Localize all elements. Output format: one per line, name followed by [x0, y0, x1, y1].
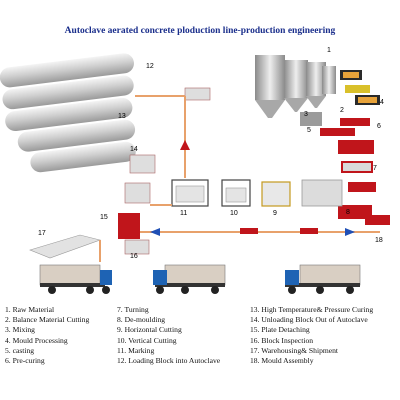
step-label-6: 6 [377, 123, 381, 130]
legend-item: 5. casting [5, 345, 35, 355]
step-labels: 1 2 3 4 5 6 7 8 9 10 11 12 13 14 15 16 1… [38, 47, 384, 260]
step-label-9: 9 [273, 210, 277, 217]
diagram-title: Autoclave aerated concrete ploduction li… [64, 26, 336, 36]
legend-item: 1. Raw Material [5, 305, 55, 314]
legend-item: 2. Balance Material Cutting [5, 315, 90, 325]
legend-item: 14. Unloading Block Out of Autoclave [250, 315, 368, 325]
step-label-14: 14 [130, 146, 138, 153]
step-label-16: 16 [130, 253, 138, 260]
truck-1 [39, 264, 112, 294]
truck-2 [153, 264, 226, 294]
step-label-3: 3 [304, 111, 308, 118]
step-label-11: 11 [180, 210, 187, 217]
step-label-10: 10 [230, 210, 238, 217]
legend-column-2: 7. Turning 8. De-moulding 9. Horizontal … [117, 305, 220, 366]
legend-item: 10. Vertical Cutting [117, 335, 177, 345]
step-label-8: 8 [346, 209, 350, 216]
autoclave-1 [0, 53, 134, 88]
legend-item: 8. De-moulding [117, 315, 166, 325]
legend-item: 13. High Temperature& Pressure Curing [250, 305, 374, 314]
step-label-4: 4 [380, 99, 384, 106]
production-line-scene: 1 2 3 4 5 6 7 8 9 10 11 12 13 14 15 16 1… [0, 47, 390, 294]
step-label-17: 17 [38, 230, 46, 237]
truck-3 [285, 264, 361, 294]
legend-item: 3. Mixing [5, 325, 35, 335]
legend-item: 11. Marking [117, 345, 155, 355]
step-label-13: 13 [118, 113, 126, 120]
mould-line [338, 140, 390, 225]
raw-material-silos [255, 55, 336, 126]
legend-item: 18. Mould Assembly [250, 356, 314, 366]
legend-column-1: 1. Raw Material 2. Balance Material Cutt… [5, 305, 89, 366]
autoclave-4 [17, 119, 136, 152]
legend-column-3: 13. High Temperature& Pressure Curing 14… [250, 305, 373, 366]
legend-item: 4. Mould Processing [5, 335, 68, 345]
legend-item: 6. Pre-curing [5, 356, 45, 366]
autoclave-5 [30, 141, 136, 173]
autoclave-group [0, 53, 136, 173]
trucks [39, 264, 361, 294]
batching-machines [320, 70, 380, 136]
cutting-stations [171, 179, 343, 207]
step-label-18: 18 [375, 237, 383, 244]
autoclave-2 [2, 75, 134, 110]
step-label-1: 1 [327, 47, 331, 54]
step-label-2: 2 [340, 107, 344, 114]
step-label-5: 5 [307, 127, 311, 134]
legend-item: 12. Loading Block into Autoclave [117, 356, 221, 366]
legend-item: 15. Plate Detaching [250, 325, 310, 335]
legend-item: 16. Block Inspection [250, 335, 314, 345]
legend-item: 9. Horizontal Cutting [117, 325, 182, 335]
step-label-15: 15 [100, 214, 108, 221]
autoclave-3 [5, 97, 133, 132]
legend-item: 17. Warehousing& Shipment [250, 345, 339, 355]
step-label-12: 12 [146, 63, 154, 70]
block-stacks [29, 87, 380, 262]
legend-item: 7. Turning [117, 305, 149, 314]
step-label-7: 7 [373, 165, 377, 172]
mixer [300, 112, 322, 126]
